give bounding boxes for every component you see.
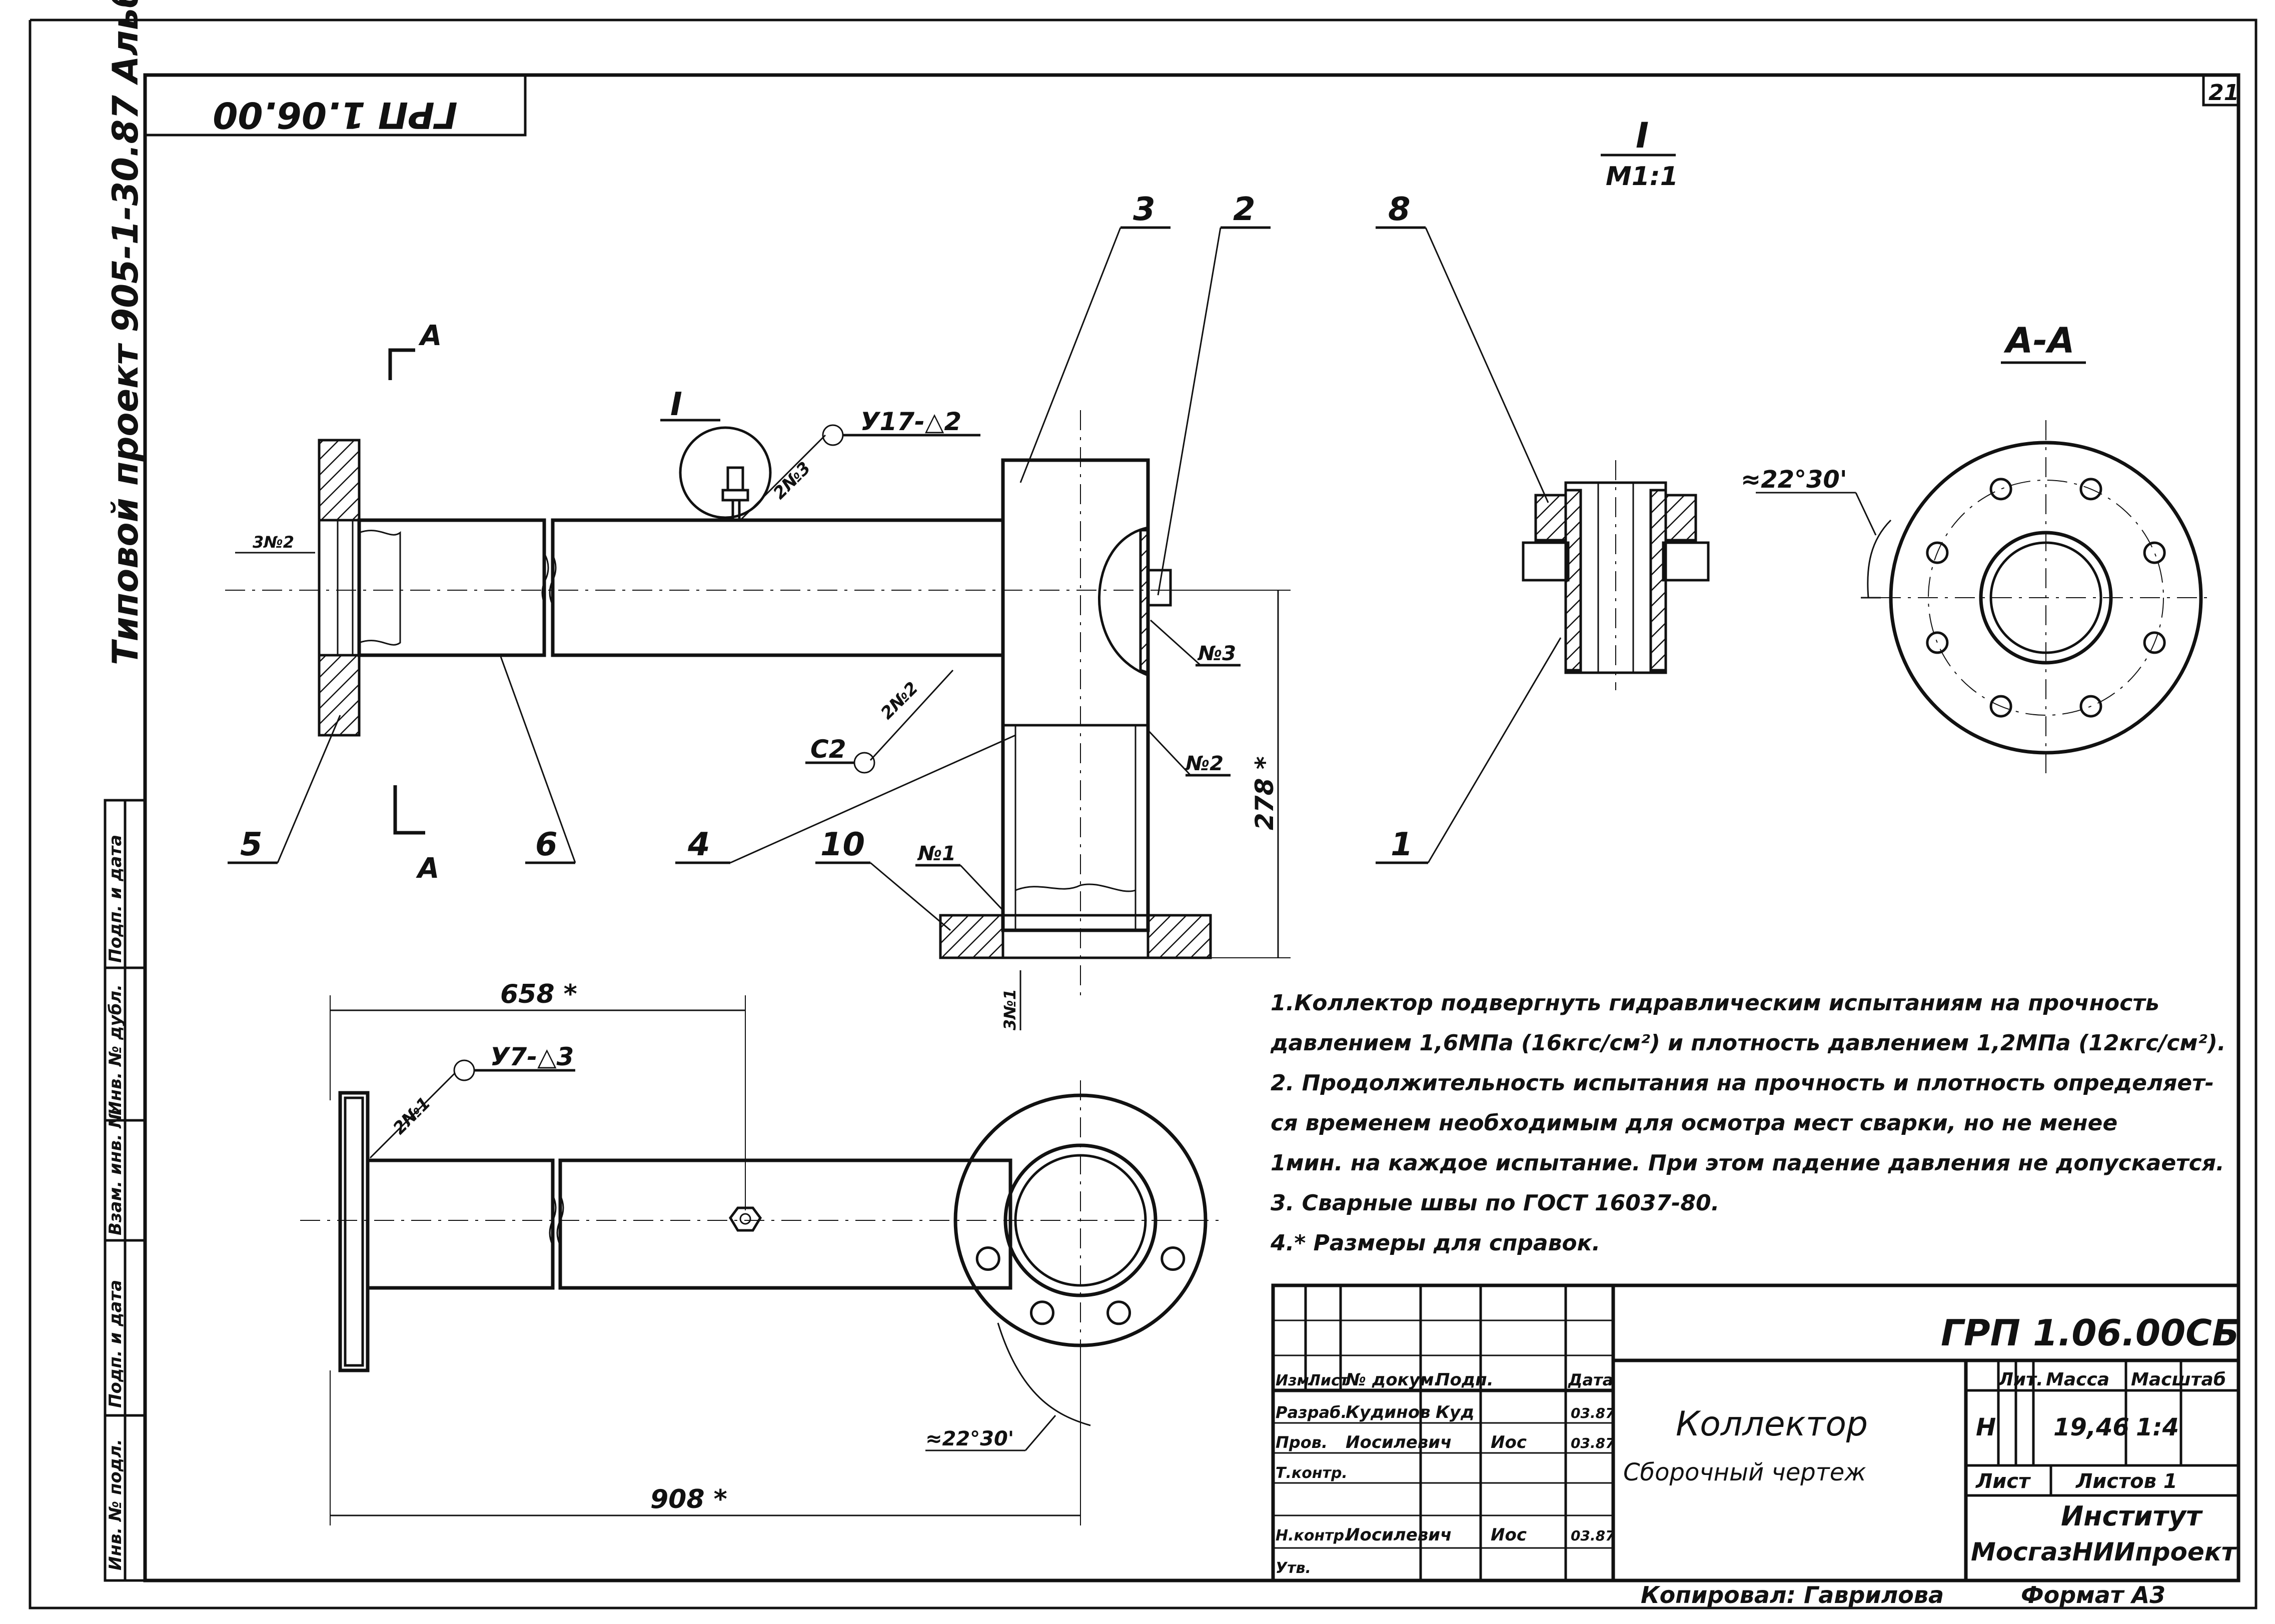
- weld-u7-label: У7-△3: [490, 1042, 574, 1071]
- bolt-hole: [1989, 695, 2012, 718]
- section-AA-view: [1756, 420, 2211, 778]
- bolt-hole: [975, 1246, 1000, 1271]
- tb-name: Коллектор: [1676, 1404, 1868, 1444]
- bolt-hole: [1106, 1300, 1131, 1325]
- bolt-hole: [1161, 1246, 1186, 1271]
- tb-subtitle: Сборочный чертеж: [1623, 1458, 1866, 1486]
- tb-row-razrab: Разраб.: [1276, 1403, 1347, 1422]
- side-vzam-inv: Взам. инв. №: [106, 1107, 126, 1235]
- tb-copied: Копировал: Гаврилова: [1641, 1581, 1944, 1608]
- weld-n1-label: №1: [917, 842, 956, 865]
- note-line-4: ся временем необходимым для осмотра мест…: [1271, 1110, 2117, 1136]
- doc-code-rotated: ГРП 1.06.00: [213, 94, 457, 136]
- tb-date-razrab: 03.87: [1571, 1405, 1615, 1421]
- sheet-number: 21: [2208, 80, 2239, 106]
- tb-sheets-label: Листов 1: [2075, 1470, 2177, 1493]
- detail-I-view: [1522, 460, 1710, 690]
- weld-u17-label: У17-△2: [860, 407, 961, 436]
- side-inv-dubl: Инв. № дубл.: [106, 984, 126, 1115]
- bolt-hole: [1989, 478, 2012, 501]
- bolt-hole: [2143, 631, 2166, 654]
- tb-col-sign: Подп.: [1436, 1370, 1494, 1390]
- bolt-hole: [1926, 541, 1949, 564]
- tb-hdr-mass: Масса: [2046, 1369, 2109, 1390]
- note-line-2: давлением 1,6МПа (16кгс/см²) и плотность…: [1270, 1030, 2226, 1056]
- tb-format: Формат А3: [2021, 1581, 2165, 1608]
- bolt-hole: [2079, 478, 2102, 501]
- side-podp-data2: Подп. и дата: [106, 835, 126, 963]
- weld-n3-label: №3: [1197, 642, 1236, 665]
- callout-6: 6: [535, 826, 558, 863]
- angle-label-plan: ≈22°30': [925, 1427, 1014, 1450]
- bolt-hole: [2143, 541, 2166, 564]
- tb-col-izm: Изм.: [1276, 1372, 1315, 1389]
- dim-908: 908 *: [650, 1484, 727, 1514]
- tb-hdr-lit: Лит.: [1998, 1369, 2043, 1390]
- weld-2n3-top: 2№3: [769, 458, 815, 504]
- tb-sign-prov: Иос: [1491, 1432, 1527, 1452]
- section-I-scale: М1:1: [1606, 162, 1678, 192]
- tb-sign-nkontr: Иос: [1491, 1525, 1527, 1545]
- tb-date-nkontr: 03.87: [1571, 1527, 1615, 1544]
- main-view: [225, 410, 1281, 995]
- tb-scale: 1:4: [2136, 1413, 2179, 1441]
- side-inv-podl: Инв. № подл.: [106, 1439, 126, 1570]
- detail-I-mark: I: [670, 386, 682, 423]
- tb-col-list: Лист: [1308, 1372, 1350, 1389]
- callout-8: 8: [1388, 191, 1411, 228]
- weld-n2-label: №2: [1185, 752, 1224, 775]
- callout-10: 10: [820, 826, 865, 863]
- title-block: [1271, 1283, 2240, 1582]
- note-line-5: 1мин. на каждое испытание. При этом паде…: [1271, 1150, 2224, 1176]
- callout-5: 5: [240, 826, 263, 863]
- note-line-3: 2. Продолжительность испытания на прочно…: [1271, 1070, 2214, 1096]
- tb-code: ГРП 1.06.00СБ: [1941, 1312, 2239, 1354]
- callout-1: 1: [1391, 826, 1413, 863]
- callout-4: 4: [687, 826, 710, 863]
- bolt-hole: [1029, 1300, 1054, 1325]
- tb-sheet-label: Лист: [1975, 1470, 2031, 1493]
- side-podp-data1: Подп. и дата: [106, 1280, 126, 1408]
- weld-2n2-label: 2№2: [877, 678, 922, 724]
- section-mark-A-bottom: А: [416, 852, 439, 885]
- tb-name-nkontr: Иосилевич: [1346, 1525, 1452, 1545]
- tb-mass: 19,46: [2053, 1413, 2129, 1441]
- note-line-6: 3. Сварные швы по ГОСТ 16037-80.: [1271, 1190, 1719, 1216]
- tb-date-prov: 03.87: [1571, 1435, 1615, 1451]
- weld-3n2-label: 3№2: [253, 533, 294, 552]
- section-AA-label: А-А: [2003, 320, 2074, 361]
- weld-3n1-label: 3№1: [1000, 989, 1019, 1030]
- tb-org1: Институт: [2061, 1500, 2203, 1532]
- bolt-hole: [1926, 631, 1949, 654]
- section-mark-A-top: А: [418, 320, 442, 352]
- tb-name-razrab: Кудинов: [1346, 1402, 1431, 1422]
- tb-col-date: Дата: [1568, 1370, 1613, 1389]
- weld-c2-label: С2: [810, 735, 846, 764]
- tb-name-prov: Иосилевич: [1346, 1432, 1452, 1452]
- dim-658: 658 *: [500, 979, 577, 1009]
- tb-lit: Н: [1976, 1413, 1996, 1441]
- tb-col-doc: № докум.: [1345, 1370, 1441, 1390]
- angle-label-aa: ≈22°30': [1741, 466, 1847, 494]
- dim-278: 278 *: [1250, 756, 1279, 830]
- tb-row-prov: Пров.: [1276, 1433, 1328, 1452]
- album-text: Типовой проект 905-1-30.87 Альбом 2: [105, 0, 146, 665]
- tb-row-nkontr: Н.контр.: [1276, 1527, 1350, 1544]
- tb-row-tkontr: Т.контр.: [1276, 1464, 1348, 1482]
- plan-view: [300, 995, 1226, 1525]
- callout-2: 2: [1233, 191, 1256, 228]
- side-stamp: [104, 799, 147, 1582]
- bolt-hole: [2079, 695, 2102, 718]
- tb-org2: МосгазНИИпроект: [1971, 1537, 2237, 1566]
- tb-hdr-scale: Масштаб: [2131, 1369, 2226, 1390]
- tb-sign-razrab: Куд: [1436, 1402, 1474, 1422]
- technical-notes: 1.Коллектор подвергнуть гидравлическим и…: [1270, 990, 2226, 1256]
- tb-row-utv: Утв.: [1276, 1559, 1311, 1577]
- note-line-1: 1.Коллектор подвергнуть гидравлическим и…: [1271, 990, 2159, 1016]
- callout-3: 3: [1133, 191, 1156, 228]
- section-I-label: I: [1636, 115, 1649, 156]
- note-line-7: 4.* Размеры для справок.: [1270, 1230, 1600, 1256]
